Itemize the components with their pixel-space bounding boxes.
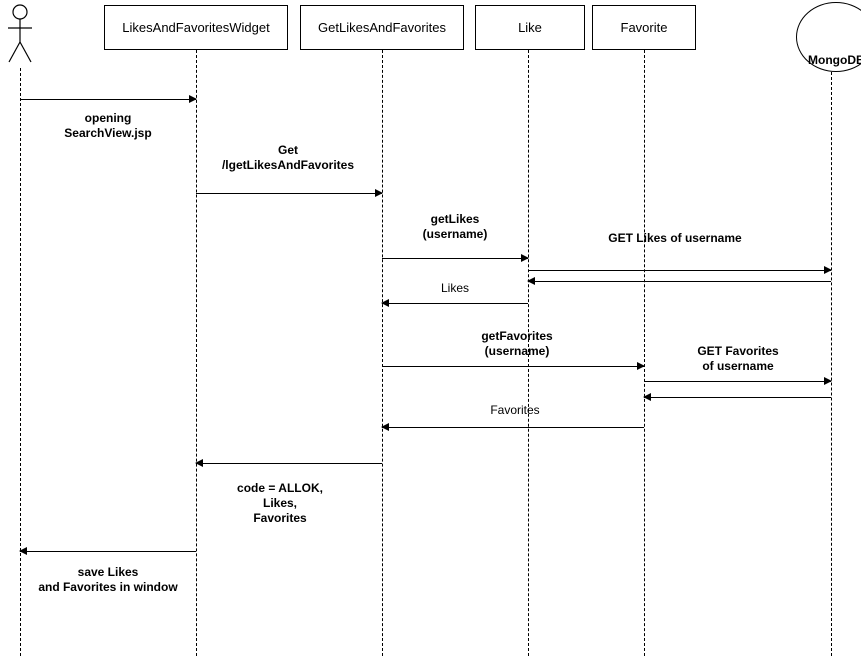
- arrowhead-right-icon: [824, 377, 832, 385]
- message-label-opening-search-view: opening SearchView.jsp: [64, 111, 152, 140]
- message-label-likes-return: Likes: [440, 281, 469, 295]
- arrowhead-left-icon: [381, 299, 389, 307]
- message-arrow-code-allok: [195, 459, 382, 467]
- participant-get-likes-and-favorites: GetLikesAndFavorites: [300, 5, 464, 50]
- arrowhead-left-icon: [643, 393, 651, 401]
- message-label-get-likes-of-username: GET Likes of username: [608, 231, 742, 245]
- message-arrow-get-likes-and-favorites: [196, 189, 383, 197]
- lifeline-get-likes-and-favorites: [382, 50, 383, 656]
- message-arrow-like-to-mongodb: [528, 266, 832, 274]
- message-label-get-likes-and-favorites: Get /lgetLikesAndFavorites: [221, 143, 355, 172]
- lifeline-widget: [196, 50, 197, 656]
- arrowhead-left-icon: [195, 459, 203, 467]
- message-arrow-save-likes-and-favorites: [19, 547, 196, 555]
- message-label-code-allok: code = ALLOK, Likes, Favorites: [237, 481, 323, 525]
- actor-stick-figure-icon: [8, 4, 32, 63]
- participant-label: LikesAndFavoritesWidget: [122, 20, 270, 35]
- arrowhead-left-icon: [527, 277, 535, 285]
- arrowhead-right-icon: [824, 266, 832, 274]
- message-arrow-mongodb-to-like: [527, 277, 831, 285]
- message-arrow-likes-return: [381, 299, 528, 307]
- lifeline-like: [528, 50, 529, 656]
- message-arrow-get-favorites: [382, 362, 645, 370]
- arrowhead-right-icon: [637, 362, 645, 370]
- arrowhead-left-icon: [19, 547, 27, 555]
- participant-label-mongodb: MongoDB: [808, 53, 861, 67]
- message-arrow-favorites-return: [381, 423, 644, 431]
- arrowhead-left-icon: [381, 423, 389, 431]
- lifeline-mongodb: [831, 72, 832, 656]
- arrowhead-right-icon: [375, 189, 383, 197]
- message-label-get-favorites-of-username: GET Favorites of username: [697, 344, 779, 373]
- lifeline-favorite: [644, 50, 645, 656]
- mongodb-circle-icon: [796, 2, 861, 72]
- message-label-get-likes: getLikes (username): [422, 212, 488, 241]
- participant-like: Like: [475, 5, 585, 50]
- participant-label: GetLikesAndFavorites: [318, 20, 446, 35]
- message-label-get-favorites: getFavorites (username): [481, 329, 553, 358]
- message-arrow-mongodb-to-favorite: [643, 393, 831, 401]
- message-label-save-likes-and-favorites: save Likes and Favorites in window: [38, 565, 178, 594]
- arrowhead-right-icon: [189, 95, 197, 103]
- lifeline-actor: [20, 68, 21, 656]
- message-arrow-favorite-to-mongodb: [644, 377, 832, 385]
- participant-label: Like: [518, 20, 542, 35]
- message-label-favorites-return: Favorites: [490, 403, 540, 417]
- message-arrow-get-likes: [382, 254, 529, 262]
- participant-favorite: Favorite: [592, 5, 696, 50]
- arrowhead-right-icon: [521, 254, 529, 262]
- participant-label: Favorite: [620, 20, 668, 35]
- participant-likes-and-favorites-widget: LikesAndFavoritesWidget: [104, 5, 288, 50]
- message-arrow-opening-search-view: [20, 95, 197, 103]
